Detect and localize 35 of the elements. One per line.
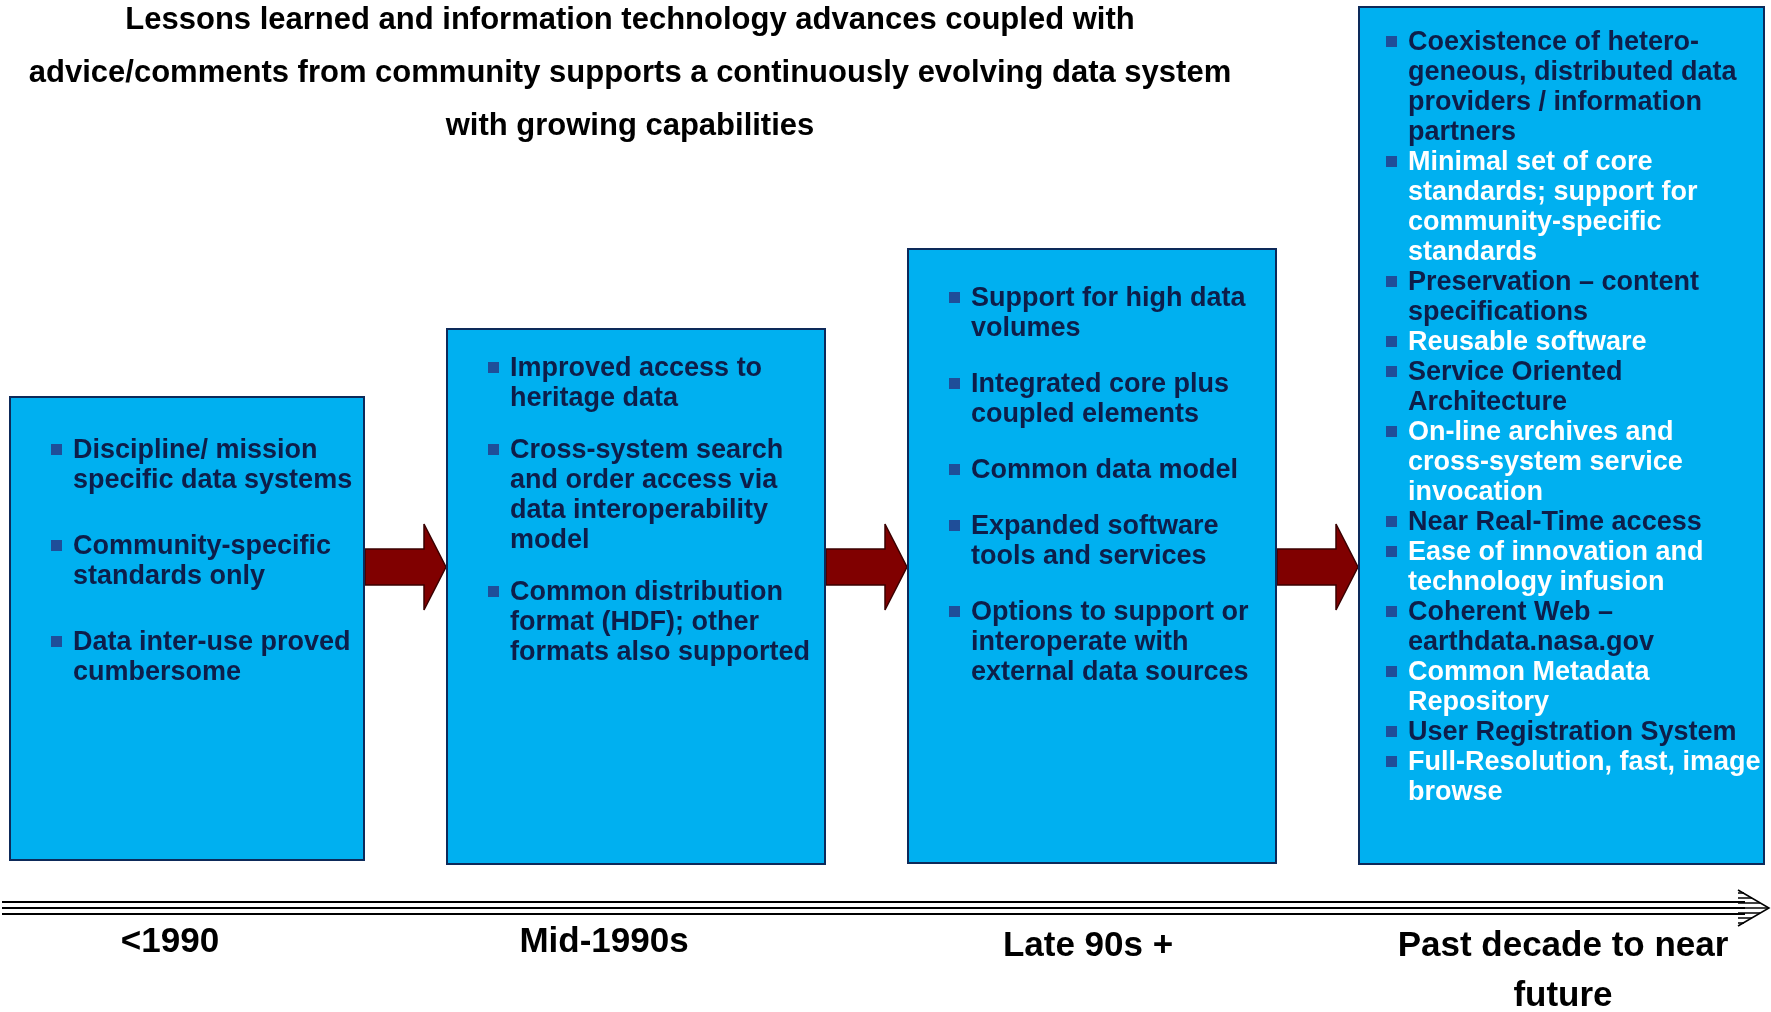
bullet-text: Near Real-Time access bbox=[1408, 506, 1702, 536]
bullet-text: Improved access to heritage data bbox=[510, 352, 763, 412]
title: Lessons learned and information technology advances coupled with advice/comments from community supports a continuously evolving data system with growing capabilities bbox=[27, 0, 1233, 144]
bullet-text: Full-Resolution, fast, image browse bbox=[1408, 746, 1761, 806]
timeline-label: <1990 bbox=[119, 919, 221, 961]
bullet-text: Ease of innovation and technology infusion bbox=[1408, 536, 1704, 596]
timeline-label: Past decade to near future bbox=[1396, 923, 1730, 1012]
bullet-text: Common Metadata Repository bbox=[1408, 656, 1650, 716]
bullet-text: Cross-system search and order access via data interoperability model bbox=[510, 434, 784, 554]
bullet-text: Community-specific standards only bbox=[73, 530, 332, 590]
bullet-text: Expanded software tools and services bbox=[971, 510, 1219, 570]
block-arrow bbox=[825, 523, 908, 611]
stage-box bbox=[9, 396, 365, 861]
bullet-text: Common distribution format (HDF); other formats also supported bbox=[510, 576, 811, 666]
bullet-text: Options to support or interoperate with external data sources bbox=[971, 596, 1249, 686]
bullet-text: Reusable software bbox=[1408, 326, 1647, 356]
bullet-text: On-line archives and cross-system service invocation bbox=[1408, 416, 1683, 506]
bullet-text: Coexistence of hetero-geneous, distributed data providers / information partners bbox=[1408, 26, 1737, 146]
timeline-label: Mid-1990s bbox=[518, 919, 690, 961]
block-arrow bbox=[1276, 523, 1359, 611]
stage-box bbox=[446, 328, 826, 865]
block-arrow bbox=[364, 523, 447, 611]
bullet-text: Minimal set of core standards; support for community-specific standards bbox=[1408, 146, 1698, 266]
bullet-text: User Registration System bbox=[1408, 716, 1737, 746]
bullet-text: Common data model bbox=[971, 454, 1239, 484]
timeline-label: Late 90s + bbox=[1001, 923, 1175, 965]
bullet-text: Coherent Web – earthdata.nasa.gov bbox=[1408, 596, 1655, 656]
bullet-text: Support for high data volumes bbox=[971, 282, 1246, 342]
bullet-text: Integrated core plus coupled elements bbox=[971, 368, 1230, 428]
stage-box bbox=[1358, 6, 1765, 865]
bullet-text: Service Oriented Architecture bbox=[1408, 356, 1623, 416]
bullet-text: Preservation – content specifications bbox=[1408, 266, 1700, 326]
stage-box bbox=[907, 248, 1277, 864]
bullet-text: Discipline/ mission specific data systems bbox=[73, 434, 353, 494]
bullet-text: Data inter-use proved cumbersome bbox=[73, 626, 351, 686]
